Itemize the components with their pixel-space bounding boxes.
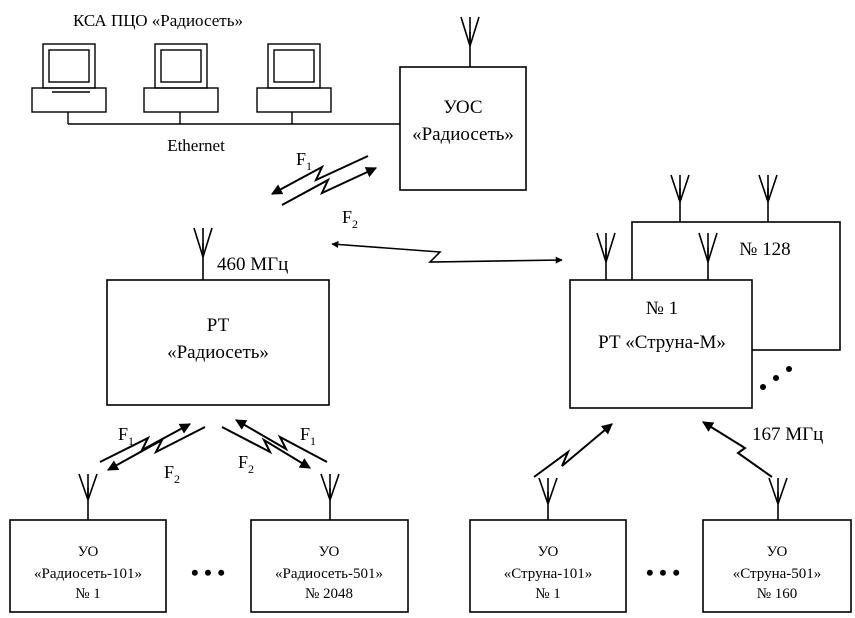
stack-ellipsis-dots [760, 366, 792, 390]
radio-link-right-1 [533, 423, 613, 478]
device-name: «Радиосеть-101» [34, 566, 142, 582]
freq-167-label: 167 МГц [752, 424, 823, 445]
device-box [250, 519, 409, 613]
rt-radioset-box [106, 279, 330, 406]
uos-name: «Радиосеть» [412, 124, 514, 145]
ellipsis-left: • • • [191, 560, 225, 585]
device-name: «Струна-501» [733, 566, 822, 582]
inter-rt-link [331, 240, 563, 264]
rt-struna-box [569, 279, 753, 409]
computer-icon [256, 43, 332, 113]
device-type: УО [538, 544, 559, 560]
device-type: УО [78, 544, 99, 560]
device-name: «Радиосеть-501» [275, 566, 383, 582]
antenna-icon [596, 232, 616, 280]
uos-title: УОС [443, 97, 482, 118]
device-number: № 1 [75, 586, 101, 602]
antenna-icon [78, 473, 98, 520]
rt-back-number: № 128 [739, 239, 790, 260]
radio-link-top [271, 155, 377, 206]
computer-icon [143, 43, 219, 113]
top-label: КСА ПЦО «Радиосеть» [73, 11, 243, 30]
device-number: № 1 [535, 586, 561, 602]
device-box [9, 519, 167, 613]
device-type: УО [319, 544, 340, 560]
ethernet-bus [67, 112, 400, 125]
ethernet-label: Ethernet [167, 136, 225, 155]
device-box [702, 519, 852, 613]
antenna-icon [320, 473, 340, 520]
rt-left-name: «Радиосеть» [167, 342, 269, 363]
freq-460-label: 460 МГц [217, 254, 288, 275]
antenna-icon [460, 16, 480, 67]
radio-link-right-2 [702, 421, 773, 478]
rt-left-title: РТ [207, 315, 230, 336]
f1-top-label: F1 [296, 149, 312, 173]
radio-link-left-1 [99, 423, 206, 471]
device-name: «Струна-101» [504, 566, 593, 582]
rt-front-number: № 1 [646, 298, 678, 319]
antenna-icon [758, 174, 778, 222]
antenna-icon [768, 477, 788, 520]
antenna-icon [698, 232, 718, 280]
f2-top-label: F2 [342, 207, 358, 231]
antenna-icon [193, 227, 213, 280]
device-number: № 160 [757, 586, 798, 602]
device-type: УО [767, 544, 788, 560]
f1-left2-label: F1 [300, 424, 316, 448]
antenna-icon [538, 477, 558, 520]
device-number: № 2048 [305, 586, 353, 602]
f2-left-label: F2 [164, 462, 180, 486]
f1-left-label: F1 [118, 424, 134, 448]
ellipsis-right: • • • [646, 560, 680, 585]
uos-box [399, 66, 527, 191]
rt-struna-name: РТ «Струна-М» [598, 332, 726, 353]
computer-icon [31, 43, 107, 113]
device-box [469, 519, 627, 613]
antenna-icon [670, 174, 690, 222]
radio-link-left-2 [221, 419, 328, 469]
f2-left2-label: F2 [238, 452, 254, 476]
